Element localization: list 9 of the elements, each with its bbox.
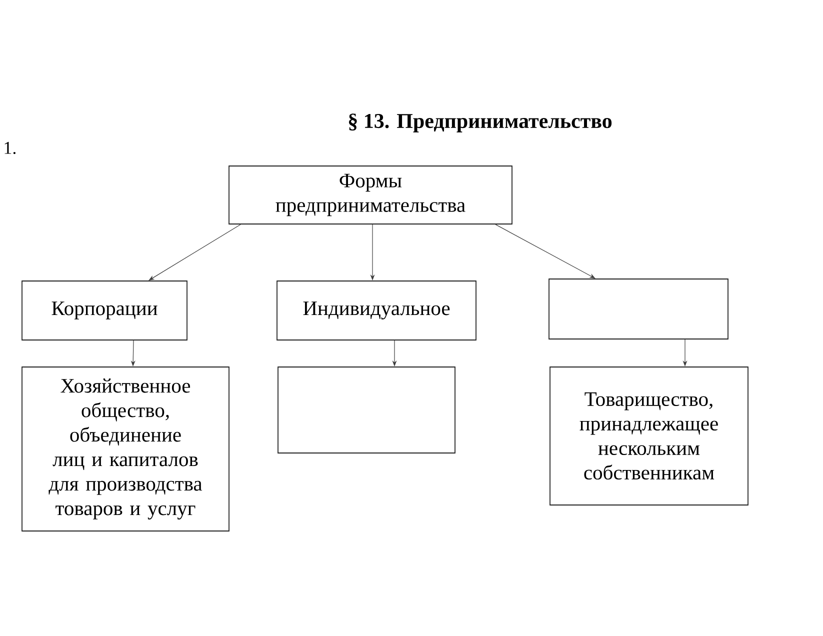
text-box: Хозяйственное общество, объединение лиц и капиталов для производства товаров и услуг: [22, 366, 230, 532]
empty-box: [278, 366, 456, 454]
empty-box: [548, 278, 728, 340]
text-box: Товарищество, принадлежащее нескольким собственникам: [550, 366, 748, 506]
title: § 13. Предпринимательство: [348, 114, 612, 132]
text-box: Индивидуальное: [276, 280, 476, 340]
text-box: Формы предпринимательства: [228, 166, 512, 224]
item-number: 1.: [4, 142, 16, 154]
text-box: Корпорации: [22, 280, 188, 340]
